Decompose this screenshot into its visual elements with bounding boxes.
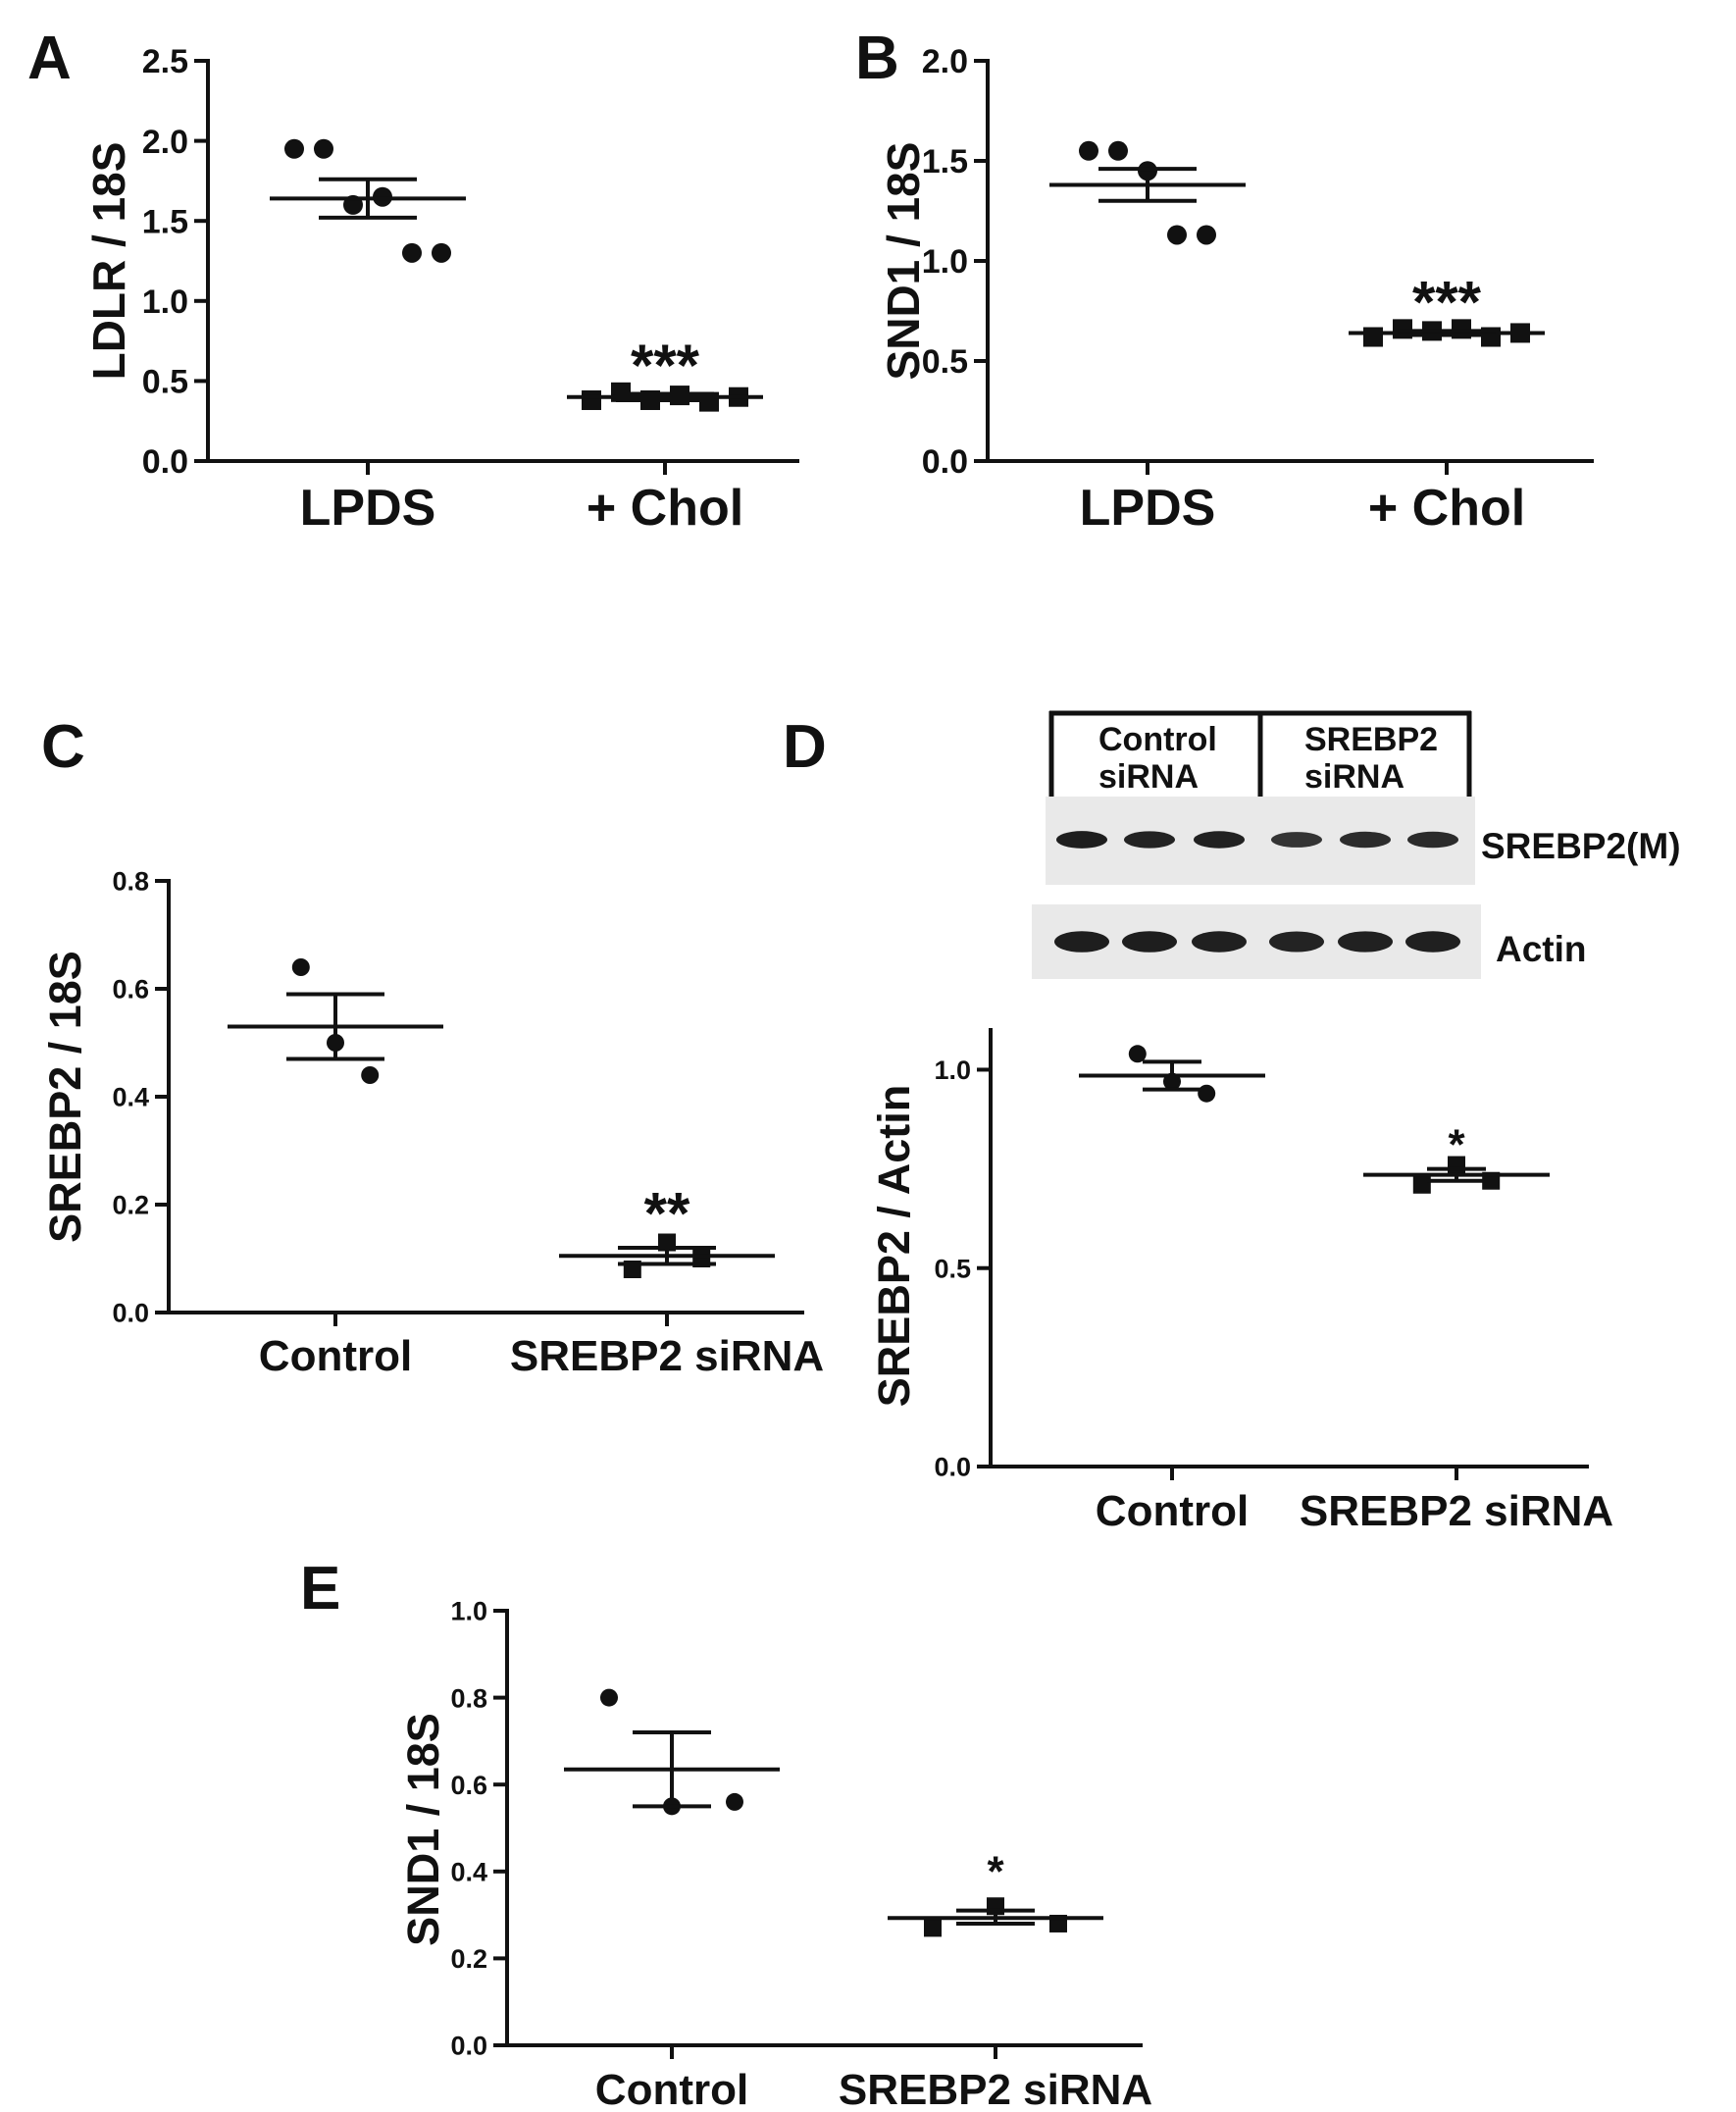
y-tick-label: 0.2 [112, 1191, 149, 1220]
blot-header-line: siRNA [1304, 758, 1404, 796]
y-tick-label: 0.6 [450, 1771, 487, 1800]
x-category-label: SREBP2 siRNA [839, 2066, 1152, 2112]
significance-marker: * [987, 1847, 1004, 1895]
data-point [924, 1919, 942, 1937]
blot-header-line: Control [1098, 721, 1217, 758]
blot-label-actin: Actin [1496, 929, 1587, 969]
x-category-label: Control [259, 1332, 412, 1380]
blot-band [1405, 931, 1460, 953]
panel-letter-a: A [27, 25, 72, 92]
data-point [1167, 225, 1187, 245]
y-tick-label: 0.5 [922, 343, 968, 381]
panel-letter-c: C [41, 713, 85, 781]
data-point [600, 1688, 618, 1707]
y-tick-label: 1.0 [922, 243, 968, 281]
y-tick-label: 1.0 [450, 1597, 487, 1626]
data-point [1128, 1045, 1147, 1063]
y-tick-label: 0.0 [450, 2032, 487, 2061]
data-point [314, 138, 333, 159]
data-point [291, 958, 310, 976]
x-category-label: LPDS [300, 480, 436, 537]
data-point [1197, 225, 1216, 245]
blot-band [1054, 931, 1109, 953]
blot-bands-actin [1054, 931, 1460, 953]
data-point [432, 242, 451, 263]
panel-letter-b: B [855, 25, 899, 92]
panel-letter-d: D [783, 713, 827, 781]
x-category-label: SREBP2 siRNA [510, 1332, 824, 1380]
significance-marker: * [1448, 1121, 1465, 1169]
x-category-label: + Chol [587, 480, 743, 537]
y-axis-title: SND1 / 18S [398, 1713, 448, 1946]
blot-band [1269, 931, 1324, 953]
significance-marker: *** [631, 333, 700, 398]
blot-label-srebp2m: SREBP2(M) [1481, 826, 1681, 866]
y-tick-label: 2.0 [922, 43, 968, 80]
blot-bands-srebp2 [1056, 831, 1458, 849]
blot-band [1192, 931, 1247, 953]
blot-band [1338, 931, 1393, 953]
blot-band [1271, 832, 1322, 848]
data-point [1079, 140, 1098, 161]
blot-band [1122, 931, 1177, 953]
data-point [726, 1792, 743, 1811]
data-point [402, 242, 422, 263]
y-tick-label: 1.5 [922, 143, 968, 180]
data-point [1198, 1084, 1216, 1103]
y-tick-label: 1.5 [142, 203, 188, 240]
blot-band [1124, 831, 1175, 849]
x-category-label: LPDS [1080, 480, 1216, 537]
y-tick-label: 0.4 [450, 1858, 487, 1887]
significance-marker: *** [1412, 269, 1482, 335]
y-tick-label: 0.0 [934, 1453, 971, 1482]
data-point [284, 138, 304, 159]
y-tick-label: 0.4 [112, 1083, 149, 1112]
blot-band [1407, 831, 1458, 849]
blot-band [1056, 831, 1107, 849]
y-axis-title: SREBP2 / 18S [40, 951, 90, 1243]
y-tick-label: 2.0 [142, 124, 188, 161]
y-tick-label: 0.0 [112, 1299, 149, 1328]
y-tick-label: 0.5 [934, 1254, 971, 1283]
data-point [1108, 140, 1128, 161]
y-tick-label: 2.5 [142, 43, 188, 80]
y-axis-title: SND1 / 18S [878, 142, 929, 381]
y-tick-label: 0.2 [450, 1944, 487, 1974]
y-tick-label: 1.0 [934, 1056, 971, 1085]
data-point [1363, 327, 1383, 347]
panel-letter-e: E [300, 1555, 340, 1623]
y-axis-title: SREBP2 / Actin [869, 1085, 919, 1407]
blot-header-line: SREBP2 [1304, 721, 1438, 758]
blot-band [1340, 831, 1391, 849]
data-point [1412, 1175, 1431, 1194]
data-point [361, 1066, 380, 1084]
blot-header-line: siRNA [1098, 758, 1199, 796]
y-tick-label: 0.6 [112, 975, 149, 1004]
x-category-label: Control [595, 2066, 748, 2112]
x-category-label: Control [1096, 1487, 1249, 1535]
data-point [582, 389, 601, 410]
x-category-label: + Chol [1368, 480, 1525, 537]
y-tick-label: 0.0 [142, 443, 188, 481]
blot-band [1194, 831, 1245, 849]
y-tick-label: 0.5 [142, 364, 188, 401]
x-category-label: SREBP2 siRNA [1300, 1487, 1613, 1535]
y-tick-label: 0.0 [922, 443, 968, 481]
significance-marker: ** [644, 1181, 690, 1247]
y-tick-label: 0.8 [450, 1683, 487, 1713]
y-tick-label: 1.0 [142, 283, 188, 321]
y-axis-title: LDLR / 18S [83, 142, 134, 381]
y-tick-label: 0.8 [112, 867, 149, 897]
blot-strip-srebp2 [1046, 797, 1475, 885]
